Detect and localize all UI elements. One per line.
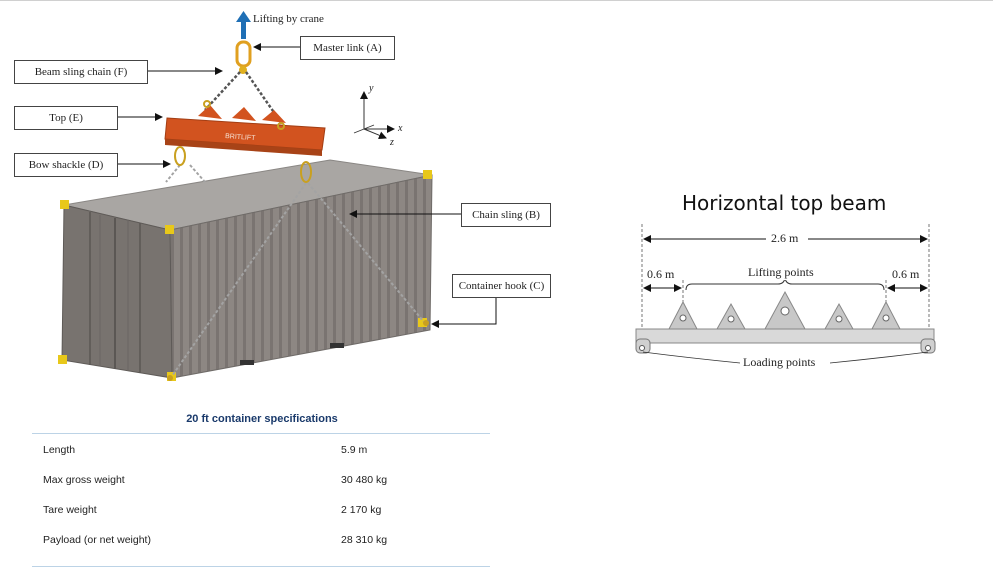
specs-rule-top — [32, 433, 490, 434]
callout-master-link: Master link (A) — [300, 36, 395, 60]
callout-chain-sling: Chain sling (B) — [461, 203, 551, 227]
callout-top: Top (E) — [14, 106, 118, 130]
total-length-label: 2.6 m — [769, 231, 801, 246]
axes-icon — [353, 91, 395, 140]
axis-z-label: z — [389, 137, 394, 148]
axis-y-label: y — [368, 83, 374, 94]
spec-label: Tare weight — [43, 504, 97, 516]
table-row: Max gross weight 30 480 kg — [32, 465, 490, 495]
spec-label: Length — [43, 444, 76, 456]
callout-bow-shackle: Bow shackle (D) — [14, 153, 118, 177]
lift-arrow-icon — [236, 11, 251, 39]
table-row: Length 5.9 m — [32, 435, 490, 465]
loading-points-label: Loading points — [741, 355, 818, 370]
beam-drawing — [635, 224, 936, 364]
left-offset-label: 0.6 m — [645, 267, 677, 282]
callout-beam-sling-chain: Beam sling chain (F) — [14, 60, 148, 84]
specs-rule-bottom — [32, 566, 490, 567]
spec-label: Payload (or net weight) — [43, 534, 151, 546]
master-link-icon — [235, 40, 252, 74]
specs-title: 20 ft container specifications — [186, 413, 338, 425]
spec-label: Max gross weight — [43, 474, 125, 486]
chain-sling — [165, 164, 425, 377]
beam-figure-title: Horizontal top beam — [682, 191, 887, 215]
shackle-icon — [174, 100, 312, 183]
container-hook-icon — [167, 320, 429, 381]
lifting-label: Lifting by crane — [253, 13, 324, 25]
axis-x-label: x — [397, 123, 403, 134]
table-row: Payload (or net weight) 28 310 kg — [32, 525, 490, 555]
spec-value: 5.9 m — [341, 444, 368, 456]
spec-value: 30 480 kg — [341, 474, 388, 486]
spec-value: 28 310 kg — [341, 534, 388, 546]
right-offset-label: 0.6 m — [890, 267, 922, 282]
spreader-beam-illustration: BRITLIFT — [164, 105, 326, 156]
callout-leaders — [117, 43, 497, 328]
beam-brand-text: BRITLIFT — [225, 133, 256, 142]
callout-container-hook: Container hook (C) — [452, 274, 551, 298]
container-illustration — [58, 159, 433, 381]
table-row: Tare weight 2 170 kg — [32, 495, 490, 525]
spec-value: 2 170 kg — [341, 504, 382, 516]
top-divider — [0, 0, 993, 1]
lifting-points-label: Lifting points — [746, 265, 816, 280]
